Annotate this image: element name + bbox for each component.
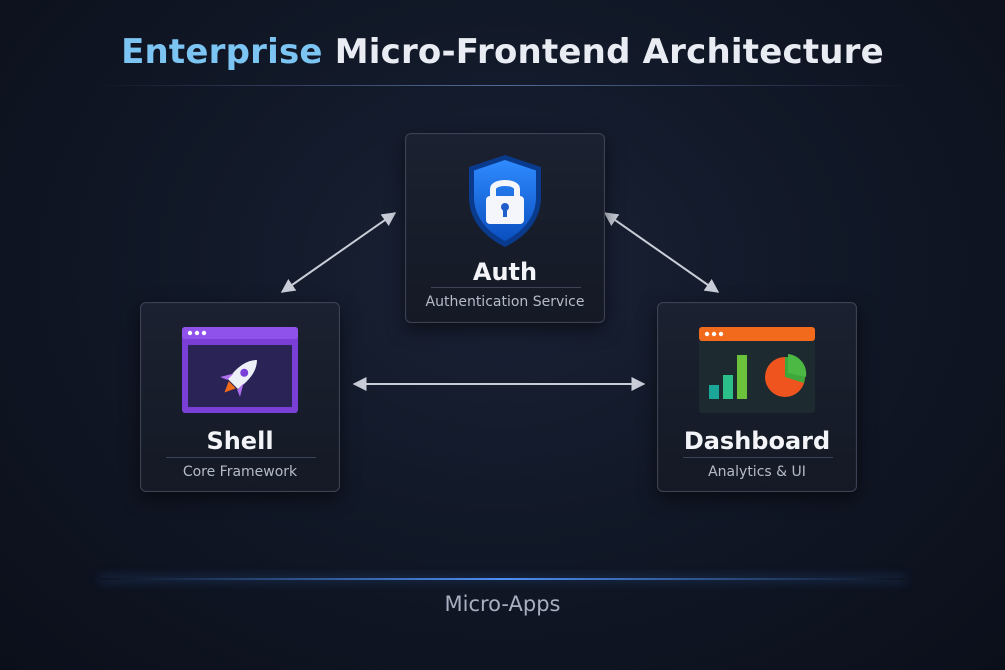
dashboard-divider	[683, 457, 833, 458]
shield-lock-icon	[406, 151, 604, 251]
footer-glow-line	[100, 578, 905, 580]
dashboard-card[interactable]: Dashboard Analytics & UI	[657, 302, 857, 492]
rocket-window-icon	[141, 325, 339, 415]
arrow-shell-auth	[280, 212, 397, 293]
shell-divider	[166, 457, 316, 458]
shell-description: Core Framework	[182, 464, 298, 480]
auth-divider	[431, 287, 581, 288]
diagram-title: Enterprise Micro-Frontend Architecture	[0, 32, 1005, 72]
auth-card[interactable]: Auth Authentication Service	[405, 133, 605, 323]
title-divider	[90, 85, 915, 86]
chart-window-icon	[658, 325, 856, 415]
shell-name: Shell	[206, 427, 274, 455]
dashboard-name: Dashboard	[683, 427, 831, 455]
auth-description: Authentication Service	[425, 294, 585, 310]
title-rest: Micro-Frontend Architecture	[334, 32, 884, 72]
footer-label: Micro-Apps	[444, 592, 561, 616]
shell-card[interactable]: Shell Core Framework	[140, 302, 340, 492]
dashboard-description: Analytics & UI	[708, 464, 806, 480]
auth-name: Auth	[472, 258, 538, 286]
title-highlight: Enterprise	[121, 32, 323, 72]
arrow-auth-dashboard	[603, 212, 720, 293]
